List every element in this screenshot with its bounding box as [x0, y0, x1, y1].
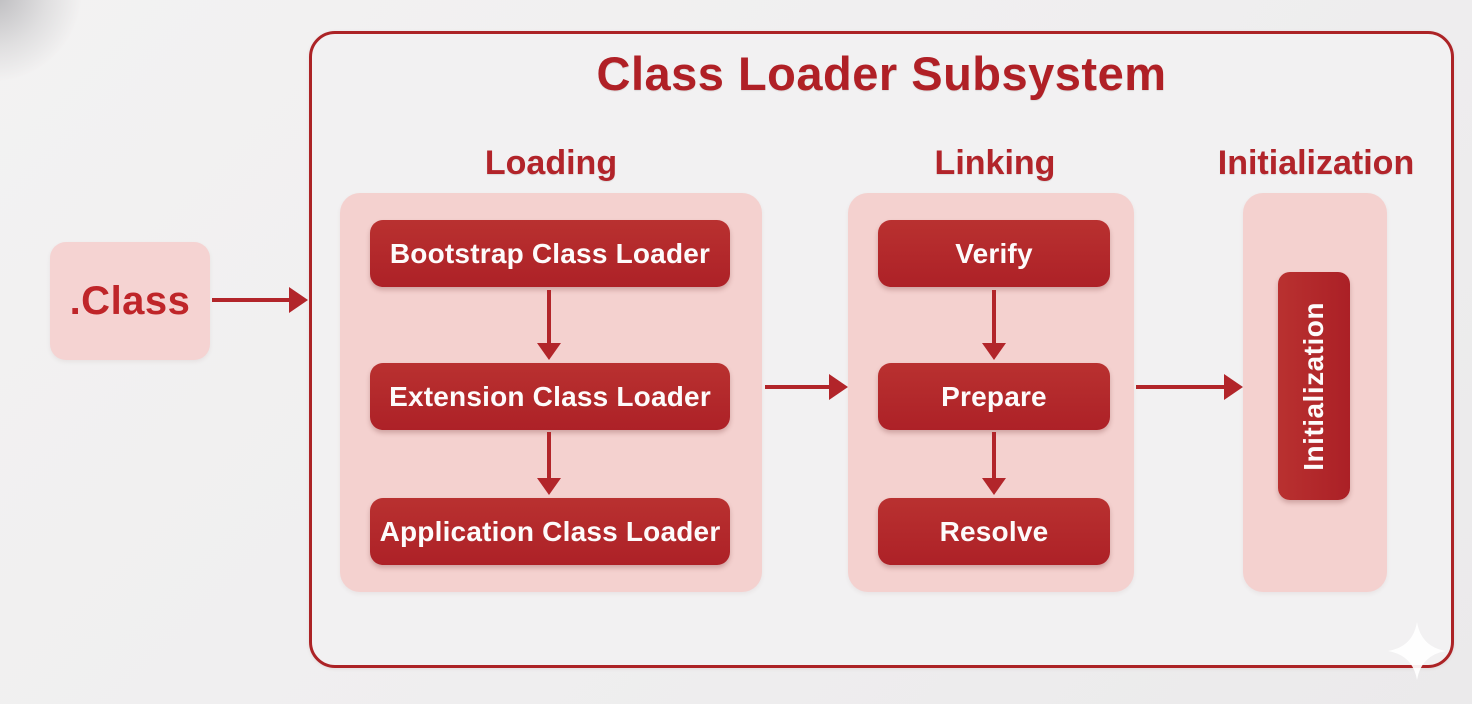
arrow-shaft — [992, 290, 996, 343]
node-verify: Verify — [878, 220, 1110, 287]
page-title: Class Loader Subsystem — [596, 47, 1167, 100]
arrow-shaft — [547, 290, 551, 343]
arrow-shaft — [547, 432, 551, 478]
arrow-verify-to-prepare — [982, 290, 1006, 360]
node-bootstrap-class-loader: Bootstrap Class Loader — [370, 220, 730, 287]
arrow-class-to-subsystem — [212, 287, 308, 313]
arrow-loading-to-linking — [765, 374, 848, 400]
class-file-label: .Class — [69, 278, 191, 323]
node-resolve: Resolve — [878, 498, 1110, 565]
arrow-head-icon — [537, 343, 561, 360]
corner-shadow-artifact — [0, 0, 90, 90]
arrow-head-icon — [537, 478, 561, 495]
arrow-bootstrap-to-extension — [537, 290, 561, 360]
class-file-node: .Class — [50, 242, 210, 360]
arrow-head-icon — [982, 478, 1006, 495]
node-initialization: Initialization — [1278, 272, 1350, 500]
node-prepare: Prepare — [878, 363, 1110, 430]
arrow-head-icon — [982, 343, 1006, 360]
node-application-class-loader: Application Class Loader — [370, 498, 730, 565]
sparkle-icon — [1388, 622, 1446, 680]
section-header-loading: Loading — [484, 144, 618, 182]
arrow-shaft — [992, 432, 996, 478]
arrow-head-icon — [289, 287, 308, 313]
arrow-extension-to-application — [537, 432, 561, 495]
arrow-head-icon — [1224, 374, 1243, 400]
arrow-shaft — [765, 385, 830, 389]
arrow-shaft — [212, 298, 290, 302]
arrow-shaft — [1136, 385, 1225, 389]
arrow-prepare-to-resolve — [982, 432, 1006, 495]
node-extension-class-loader: Extension Class Loader — [370, 363, 730, 430]
arrow-linking-to-initialization — [1136, 374, 1243, 400]
section-header-linking: Linking — [934, 144, 1056, 182]
initialization-vertical-label: Initialization — [1298, 301, 1329, 471]
section-header-initialization: Initialization — [1217, 144, 1415, 182]
arrow-head-icon — [829, 374, 848, 400]
